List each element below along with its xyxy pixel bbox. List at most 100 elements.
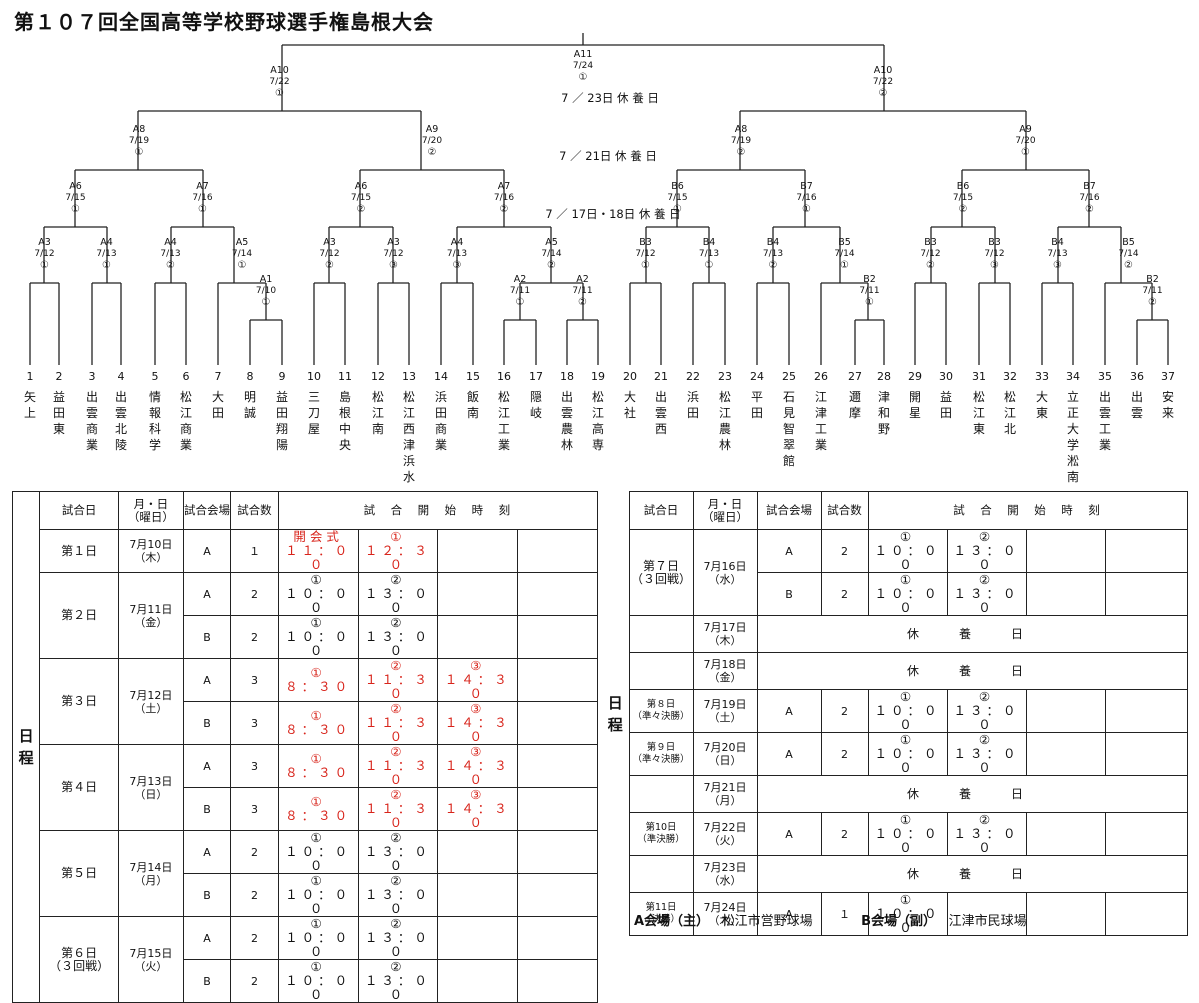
team-number: 36 — [1130, 370, 1144, 383]
team-number: 18 — [560, 370, 574, 383]
match-date-cell: 7月22日 （火） — [692, 812, 758, 856]
venue-cell: B — [182, 701, 232, 745]
match-date: 7/16 — [192, 193, 212, 203]
start-time-cell: ① １０：００ — [867, 572, 948, 616]
match-id: B3 — [988, 237, 1001, 248]
team-name-char: 北 — [115, 422, 127, 436]
team-name-char: 業 — [498, 438, 510, 452]
team-number: 26 — [814, 370, 828, 383]
team-name-char: 雲 — [1131, 406, 1143, 420]
team-name-char: 田 — [212, 406, 224, 420]
start-time-cell: ① １０：００ — [867, 892, 948, 936]
match-slot: ① — [865, 297, 874, 308]
team-name-char: 益 — [276, 390, 288, 404]
empty-time-cell — [517, 529, 598, 573]
empty-time-cell — [1025, 529, 1106, 573]
team-name-char: 出 — [655, 390, 667, 404]
venue-cell: B — [182, 615, 232, 659]
team-name-char: 江 — [403, 406, 415, 420]
team-name-char: 江 — [815, 390, 827, 404]
game-count-cell: 3 — [230, 744, 279, 788]
team-name-char: 矢 — [24, 390, 36, 404]
team-name-char: 益 — [940, 390, 952, 404]
game-count-cell: 2 — [820, 529, 869, 573]
empty-time-cell — [437, 916, 519, 960]
team-name-char: 林 — [561, 438, 573, 452]
team-number: 20 — [623, 370, 637, 383]
team-number: 25 — [782, 370, 796, 383]
team-name-char: 業 — [815, 438, 827, 452]
team-name-char: 南 — [1067, 469, 1079, 484]
match-slot: ① — [802, 204, 811, 215]
empty-time-cell — [517, 916, 598, 960]
empty-time-cell — [517, 873, 598, 917]
match-id: B3 — [924, 237, 937, 248]
game-count-cell: 3 — [230, 787, 279, 831]
team-number: 35 — [1098, 370, 1112, 383]
match-slot: ① — [238, 260, 247, 271]
empty-time-cell — [517, 787, 598, 831]
team-name-char: 松 — [403, 390, 415, 404]
match-slot: ② — [357, 204, 366, 215]
game-count-cell: 2 — [820, 572, 869, 616]
match-day-cell: 第11日 （決勝） — [628, 892, 694, 936]
match-date: 7/10 — [256, 286, 276, 296]
match-id: A6 — [69, 181, 82, 192]
team-name-char: 来 — [1162, 406, 1174, 420]
match-date-cell: 7月24日 （木） — [692, 892, 758, 936]
team-name-char: 田 — [940, 406, 952, 420]
team-name-char: 農 — [561, 422, 573, 436]
rest-day-cell: 休 養 日 — [756, 652, 1188, 690]
match-id: A10 — [874, 65, 893, 76]
match-id: A3 — [387, 237, 400, 248]
match-id: A7 — [498, 181, 511, 192]
game-count-cell: 2 — [230, 916, 279, 960]
team-name-char: 東 — [53, 422, 65, 436]
team-name-char: 江 — [180, 406, 192, 420]
match-slot: ② — [1124, 260, 1133, 271]
team-number: 8 — [247, 370, 254, 383]
team-name-char: 央 — [339, 438, 351, 452]
team-name-char: 屋 — [308, 422, 320, 436]
team-name-char: 工 — [815, 422, 827, 436]
start-time-cell: ② １３：００ — [357, 615, 439, 659]
team-number: 37 — [1161, 370, 1175, 383]
team-number: 33 — [1035, 370, 1049, 383]
match-id: B6 — [957, 181, 970, 192]
team-name-char: 誠 — [244, 406, 256, 420]
team-name-char: 智 — [783, 421, 795, 436]
header-count: 試合数 — [820, 491, 869, 530]
schedule-table-right: 日 程試合日月・日 （曜日）試合会場試合数試 合 開 始 時 刻第７日 （３回戦… — [602, 491, 1188, 936]
start-time-cell: ② １３：００ — [946, 689, 1027, 733]
team-name-char: 工 — [1099, 422, 1111, 436]
team-name-char: 水 — [403, 470, 415, 484]
tournament-bracket: A117/24①A107/22①A107/22②A87/19①A97/20②A8… — [24, 33, 1175, 484]
team-number: 9 — [279, 370, 286, 383]
start-time-cell: ② １３：００ — [357, 830, 439, 874]
team-name-char: 業 — [1099, 438, 1111, 452]
match-date: 7/15 — [953, 193, 973, 203]
match-date: 7/12 — [383, 249, 403, 259]
match-day-cell — [628, 775, 694, 813]
empty-time-cell — [437, 572, 519, 616]
match-id: B7 — [1083, 181, 1096, 192]
match-date-cell: 7月14日 （月） — [118, 830, 184, 917]
match-day-cell: 第５日 — [39, 830, 120, 917]
venue-cell: A — [756, 892, 822, 936]
rest-day-note: 7 ／ 23日 休 養 日 — [561, 91, 659, 105]
start-time-cell: ① ８：３０ — [277, 787, 359, 831]
team-name-char: 出 — [115, 390, 127, 404]
venue-cell: A — [756, 812, 822, 856]
game-count-cell: １ — [820, 892, 869, 936]
start-time-cell: ③ １４：３０ — [437, 658, 519, 702]
match-date: 7/13 — [763, 249, 783, 259]
team-number: 19 — [591, 370, 605, 383]
empty-time-cell — [517, 572, 598, 616]
match-slot: ② — [737, 147, 746, 158]
rest-day-cell: 休 養 日 — [756, 615, 1188, 653]
match-id: A2 — [576, 274, 589, 285]
empty-time-cell — [1025, 732, 1106, 776]
team-name-char: 陵 — [115, 438, 127, 452]
team-name-char: 大 — [212, 390, 224, 404]
team-number: 32 — [1003, 370, 1017, 383]
